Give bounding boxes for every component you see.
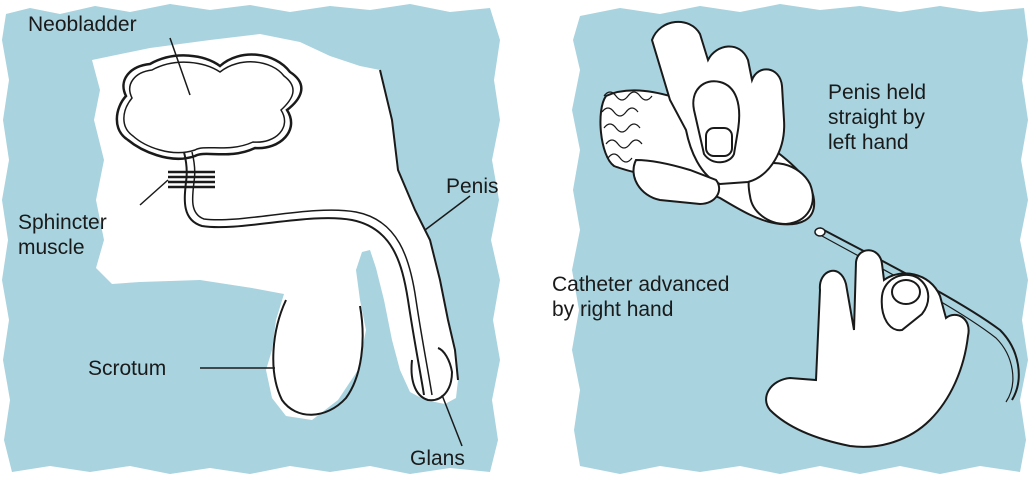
label-neobladder: Neobladder	[28, 12, 137, 37]
label-penis-held-line2: straight by	[828, 105, 926, 130]
label-penis-held-line1: Penis held	[828, 80, 926, 105]
label-catheter-advanced: Catheter advanced by right hand	[552, 272, 729, 322]
label-penis-held-line3: left hand	[828, 130, 926, 155]
label-sphincter-line2: muscle	[18, 235, 107, 260]
right-panel	[572, 4, 1028, 474]
label-scrotum: Scrotum	[88, 356, 166, 381]
label-glans: Glans	[410, 446, 465, 471]
label-catheter-line2: by right hand	[552, 297, 729, 322]
label-penis: Penis	[446, 174, 499, 199]
label-sphincter-muscle: Sphincter muscle	[18, 210, 107, 260]
label-sphincter-line1: Sphincter	[18, 210, 107, 235]
label-catheter-line1: Catheter advanced	[552, 272, 729, 297]
left-thumbnail	[706, 128, 732, 156]
catheter-tip	[815, 228, 825, 236]
right-thumbnail	[892, 280, 920, 304]
label-penis-held: Penis held straight by left hand	[828, 80, 926, 155]
